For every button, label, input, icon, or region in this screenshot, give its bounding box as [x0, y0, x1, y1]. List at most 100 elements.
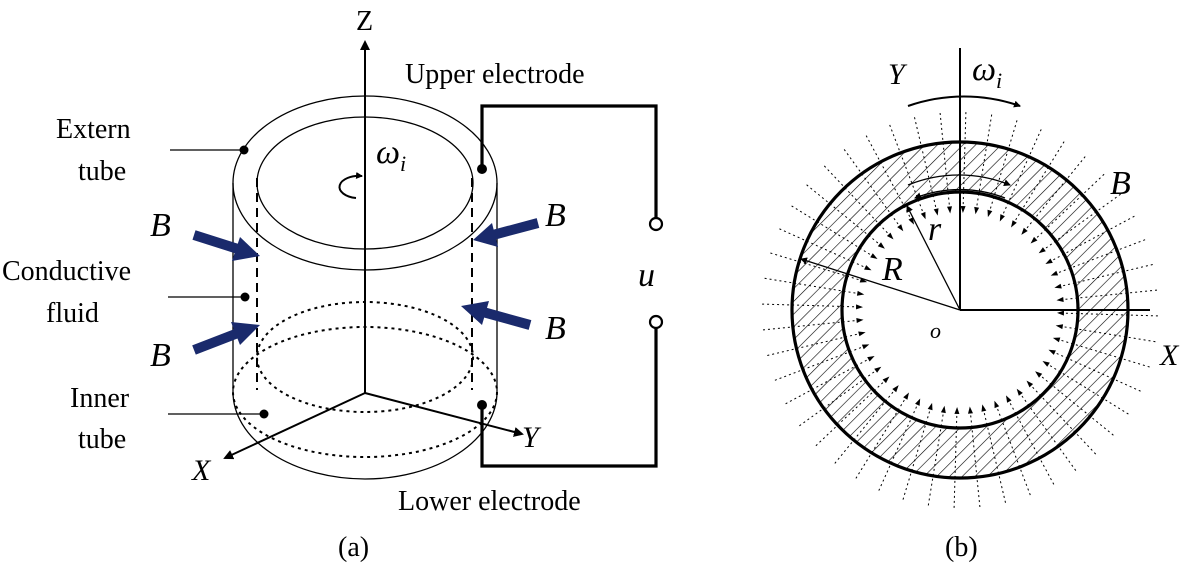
field-arrow-left-bottom: [192, 322, 260, 355]
radial-field-arrowhead: [1055, 324, 1064, 330]
radial-field-arrowhead: [1056, 297, 1064, 302]
leaders: [168, 145, 269, 419]
caption-a: (a): [338, 532, 369, 563]
radial-field-line: [889, 124, 925, 215]
radial-field-arrowhead: [886, 232, 894, 240]
radial-field-arrowhead: [1016, 388, 1023, 396]
field-label-left-bottom: B: [150, 337, 171, 374]
radial-field-arrowhead: [1042, 361, 1050, 367]
radial-field-arrowhead: [1057, 310, 1064, 316]
radial-field-line: [902, 407, 932, 500]
extern-tube-label-2: tube: [78, 156, 126, 187]
panel-b: Y X o ωi R r B (b): [762, 48, 1180, 563]
radial-field-arrowhead: [933, 208, 939, 216]
lower-electrode-label: Lower electrode: [398, 486, 581, 517]
axis-z-label: Z: [356, 6, 373, 37]
radial-field-line: [1061, 312, 1158, 317]
rotation-indicator-a: ωi: [338, 134, 406, 199]
radial-field-arrowhead: [1050, 270, 1059, 276]
radial-field-line: [927, 410, 945, 506]
radial-field-line: [764, 277, 860, 295]
radial-field-arrowhead: [968, 406, 973, 414]
inner-radius-line: [906, 205, 961, 311]
radial-field-arrowhead: [861, 344, 870, 350]
field-arrow-right-bottom: [461, 301, 532, 330]
radial-field-arrowhead: [940, 405, 946, 414]
radial-field-line: [791, 205, 874, 257]
radial-field-line: [1029, 383, 1097, 455]
radial-field-line: [1057, 338, 1150, 368]
radial-field-line: [762, 319, 859, 331]
radial-field-arrowhead: [1038, 247, 1046, 254]
voltage-label: u: [638, 257, 655, 294]
radial-field-line: [823, 165, 891, 237]
radial-field-arrowhead: [1054, 283, 1062, 289]
leader-inner-dot: [259, 409, 269, 419]
radial-field-arrowhead: [1030, 236, 1038, 244]
radial-field-line: [1033, 173, 1105, 241]
leader-fluid-dot: [240, 292, 250, 302]
radial-field-arrowhead: [874, 366, 882, 373]
radial-field-arrowhead: [1052, 337, 1061, 343]
rotation-arrow: [338, 171, 363, 199]
radial-field-line: [770, 252, 863, 282]
y-axis: [364, 392, 524, 437]
radial-field-line: [1060, 325, 1156, 343]
radial-field-arrowhead: [858, 331, 866, 337]
radial-field-line: [855, 396, 907, 479]
radial-field-line: [953, 411, 958, 508]
radial-field-arrowhead: [908, 217, 914, 225]
upper-electrode-contact: [477, 164, 487, 174]
radial-field-arrowhead: [974, 206, 980, 215]
field-label-right-top: B: [545, 197, 566, 234]
radial-field-arrowhead: [1026, 380, 1034, 388]
radial-field-arrowhead: [877, 242, 885, 249]
outer-radius-line: [800, 257, 961, 311]
electrode-circuit: [477, 104, 664, 468]
inner-tube-label-1: Inner: [70, 383, 130, 414]
radial-field-arrowhead: [870, 253, 878, 259]
inner-tube-label-2: tube: [78, 424, 126, 455]
panel-a: Z Y X ωi Upper electrode Lower electrode…: [2, 6, 664, 563]
inner-radius-label: r: [928, 211, 942, 248]
radial-field-arrowhead: [1011, 220, 1017, 228]
extern-tube-label-1: Extern: [56, 114, 131, 145]
flow-arc-upper: [907, 174, 1011, 186]
radial-field-line: [995, 405, 1031, 496]
radial-field-arrowhead: [1021, 227, 1028, 235]
axes-a: [223, 40, 524, 460]
radial-field-line: [982, 409, 1006, 503]
conductive-fluid-label-2: fluid: [46, 298, 99, 329]
lower-electrode-contact: [477, 400, 487, 410]
radial-field-arrowhead: [1045, 258, 1053, 264]
omega-symbol-a: ωi: [376, 134, 406, 176]
terminal-top[interactable]: [648, 216, 664, 232]
flow-arc-lower: [914, 188, 1006, 200]
radial-field-line: [762, 303, 859, 308]
radial-field-arrowhead: [920, 211, 926, 220]
upper-electrode-label: Upper electrode: [405, 59, 585, 90]
terminal-bottom[interactable]: [648, 314, 664, 330]
radial-field-arrowhead: [867, 356, 875, 362]
radial-field-line: [767, 332, 861, 356]
radial-field-line: [939, 112, 951, 209]
radial-field-arrowhead: [903, 392, 909, 400]
radial-field-line: [1059, 264, 1153, 288]
field-label-left-top: B: [150, 207, 171, 244]
radial-field-line: [1061, 289, 1158, 301]
x-axis: [223, 392, 366, 460]
field-arrow-right-top: [473, 218, 540, 247]
radial-field-arrowhead: [994, 400, 1000, 409]
radial-field-line: [1046, 363, 1129, 415]
field-arrow-left-top: [192, 230, 260, 261]
radial-field-line: [774, 345, 865, 381]
radial-field-arrowhead: [892, 385, 899, 393]
radial-field-line: [975, 114, 993, 210]
radial-field-arrowhead: [882, 376, 890, 384]
radial-field-arrowhead: [960, 206, 966, 213]
radial-field-line: [1055, 239, 1146, 275]
radial-field-line: [815, 379, 887, 447]
omega-symbol-b: ωi: [972, 51, 1002, 93]
radial-field-arrowhead: [915, 398, 921, 406]
conductive-fluid-label-1: Conductive: [2, 256, 131, 287]
